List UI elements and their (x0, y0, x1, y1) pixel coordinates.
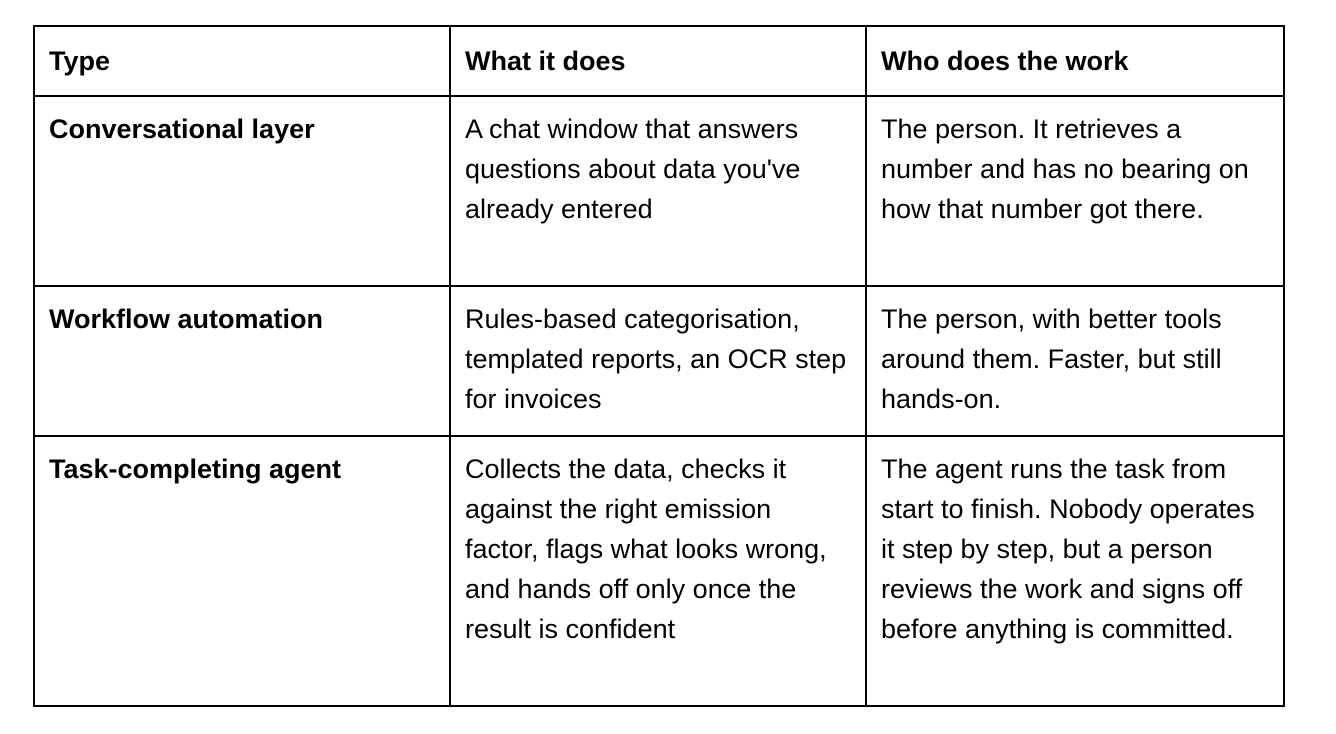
row-what-cell: Collects the data, checks it against the… (449, 435, 867, 707)
comparison-table: Type What it does Who does the work Conv… (33, 25, 1285, 707)
header-what-it-does: What it does (449, 25, 867, 97)
table-row: Task-completing agent Collects the data,… (33, 435, 1285, 707)
header-who-does-the-work: Who does the work (865, 25, 1285, 97)
row-what-cell: A chat window that answers questions abo… (449, 95, 867, 287)
table-row: Conversational layer A chat window that … (33, 95, 1285, 287)
row-who-cell: The agent runs the task from start to fi… (865, 435, 1285, 707)
row-type-cell: Task-completing agent (33, 435, 451, 707)
row-what-cell: Rules-based categorisation, templated re… (449, 285, 867, 437)
table-row: Workflow automation Rules-based categori… (33, 285, 1285, 437)
row-type-cell: Workflow automation (33, 285, 451, 437)
row-type-cell: Conversational layer (33, 95, 451, 287)
header-type: Type (33, 25, 451, 97)
row-who-cell: The person, with better tools around the… (865, 285, 1285, 437)
table-header-row: Type What it does Who does the work (33, 25, 1285, 97)
row-who-cell: The person. It retrieves a number and ha… (865, 95, 1285, 287)
